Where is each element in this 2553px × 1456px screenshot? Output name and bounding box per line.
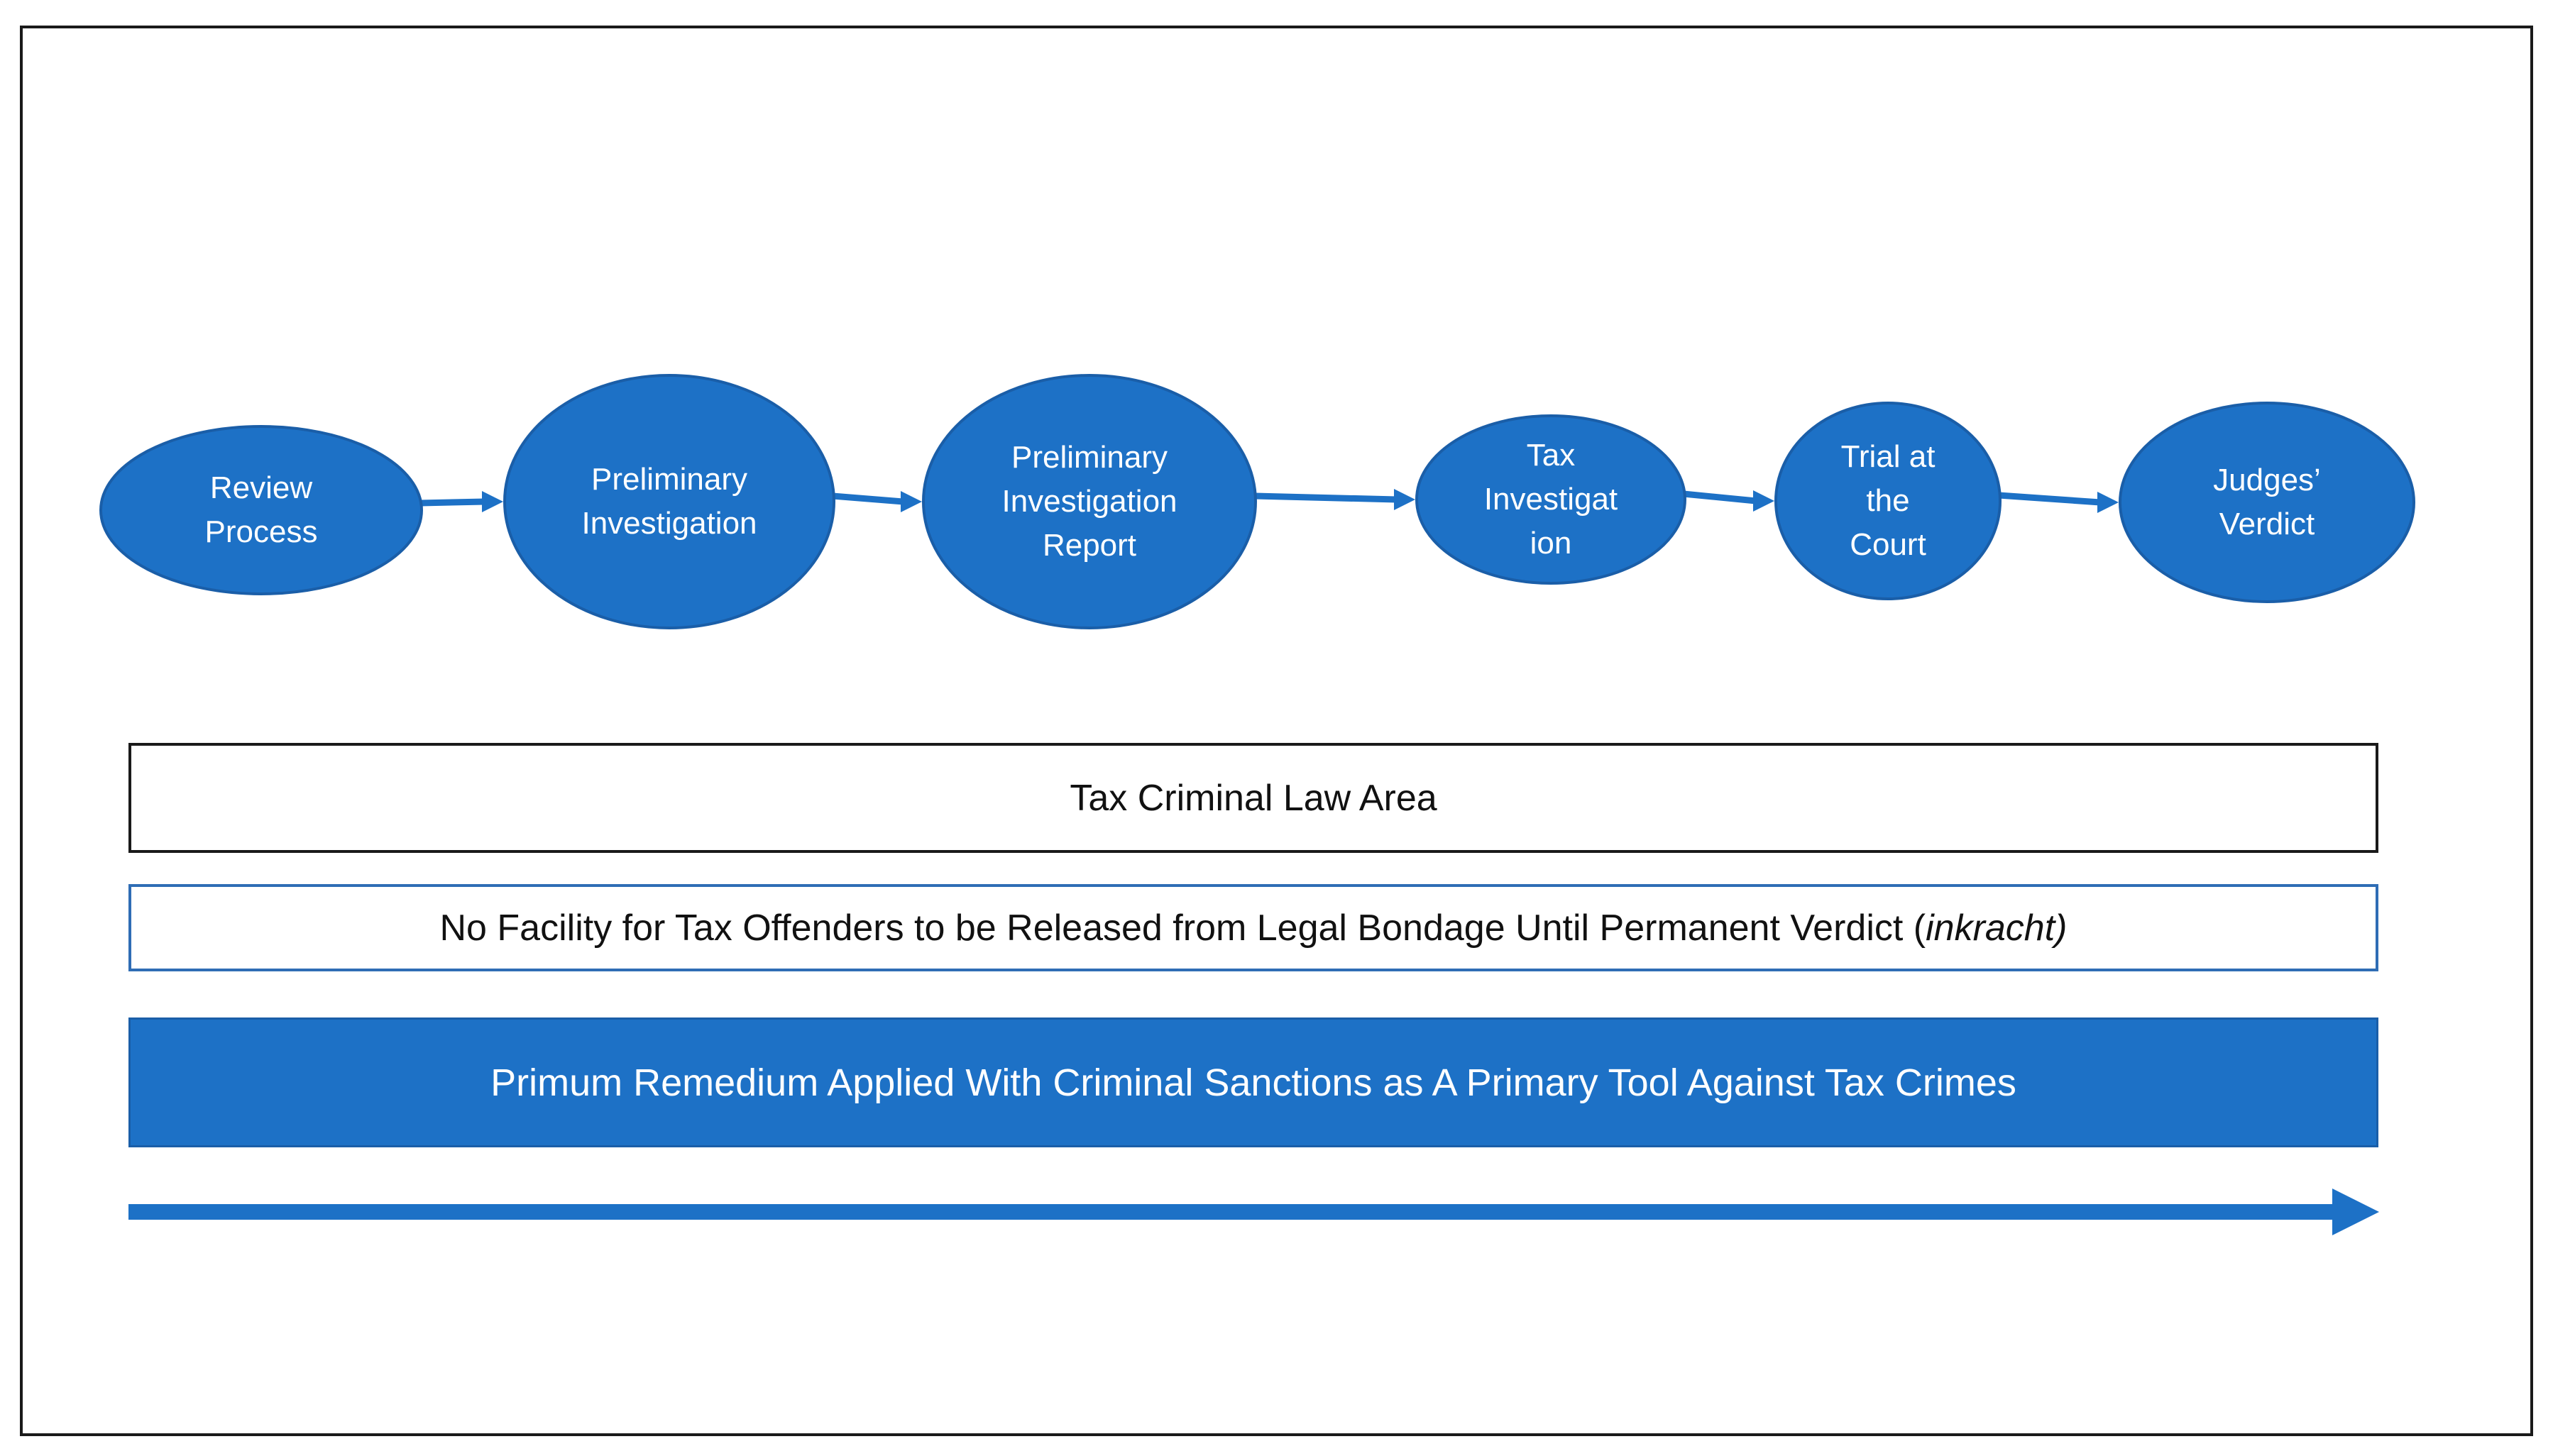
node-trial-at-the-court-label: Trial at the Court bbox=[1840, 439, 1936, 562]
tax-criminal-law-area-label: Tax Criminal Law Area bbox=[1070, 777, 1437, 819]
no-facility-band: No Facility for Tax Offenders to be Rele… bbox=[128, 884, 2378, 971]
node-preliminary-investigation-label: Preliminary Investigation bbox=[581, 462, 757, 541]
node-judges-verdict-label: Judges’ Verdict bbox=[2213, 463, 2321, 541]
primum-remedium-band: Primum Remedium Applied With Criminal Sa… bbox=[128, 1017, 2378, 1147]
no-facility-label: No Facility for Tax Offenders to be Rele… bbox=[439, 907, 2067, 949]
primum-remedium-label: Primum Remedium Applied With Criminal Sa… bbox=[490, 1061, 2016, 1104]
node-preliminary-investigation-report-label: Preliminary Investigation Report bbox=[1001, 440, 1177, 563]
diagram-frame bbox=[20, 26, 2533, 1436]
inkracht-text: inkracht) bbox=[1926, 907, 2068, 949]
node-tax-investigation-label: Tax Investigat ion bbox=[1483, 438, 1618, 561]
tax-criminal-law-area-band: Tax Criminal Law Area bbox=[128, 743, 2378, 853]
no-facility-text: No Facility for Tax Offenders to be Rele… bbox=[439, 907, 1926, 949]
node-review-process-label: Review Process bbox=[204, 470, 318, 549]
